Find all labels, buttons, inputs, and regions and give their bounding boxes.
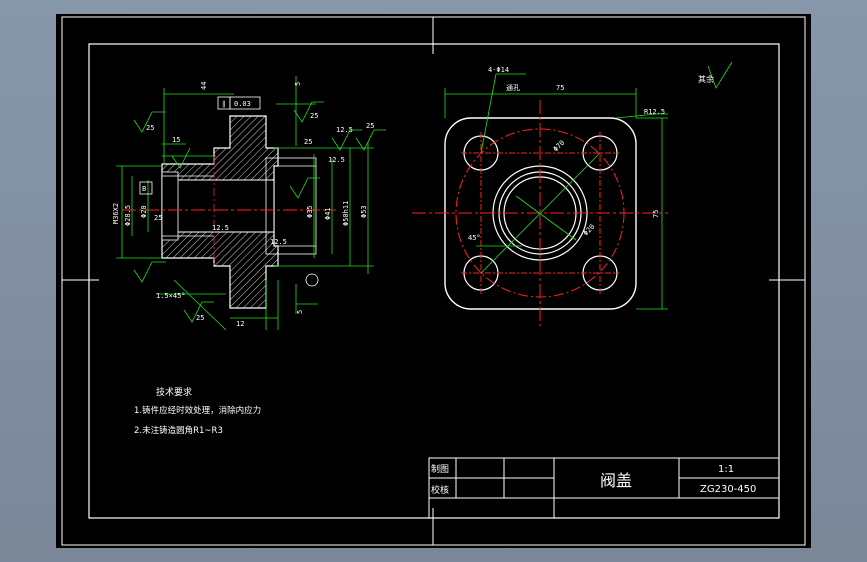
svg-text:Φ20: Φ20: [140, 205, 148, 218]
svg-text:25: 25: [304, 138, 312, 146]
flatness-value: 0.03: [234, 100, 251, 108]
svg-text:Φ53: Φ53: [360, 205, 368, 218]
surface-rest-label: 其余: [698, 74, 714, 84]
tech-note-1: 1.铸件应经时效处理，消除内应力: [134, 405, 261, 416]
svg-text:R12.5: R12.5: [644, 108, 665, 116]
svg-text:45°: 45°: [468, 234, 481, 242]
svg-text:12.5: 12.5: [328, 156, 345, 164]
svg-text:5: 5: [296, 310, 304, 314]
checked-label: 校核: [431, 484, 449, 496]
inner-frame: [88, 43, 780, 519]
section-bore: [169, 179, 275, 233]
svg-text:15: 15: [172, 136, 180, 144]
svg-text:25: 25: [310, 112, 318, 120]
svg-text:∥: ∥: [222, 100, 226, 108]
svg-text:25: 25: [146, 124, 154, 132]
material-value: ZG230-450: [700, 484, 756, 495]
svg-text:44: 44: [200, 82, 208, 90]
scale-value: 1:1: [718, 464, 734, 475]
svg-text:Φ70: Φ70: [552, 139, 567, 154]
datum-label: B: [142, 185, 146, 193]
svg-text:1.5×45°: 1.5×45°: [156, 292, 186, 300]
svg-text:75: 75: [556, 84, 564, 92]
svg-text:Φ41: Φ41: [324, 207, 332, 220]
svg-text:12: 12: [236, 320, 244, 328]
svg-text:通孔: 通孔: [506, 83, 520, 92]
svg-text:Φ50h11: Φ50h11: [342, 201, 350, 226]
tech-note-2: 2.未注铸造圆角R1~R3: [134, 425, 223, 436]
svg-text:75: 75: [652, 210, 660, 218]
plan-view: 4-Φ14 通孔 75 R12.5 75 Φ70 45° Φ20 其余: [412, 61, 733, 326]
svg-text:M36X2: M36X2: [112, 203, 120, 224]
drawing-sheet: ∥ 0.03 B 44 5 25 25 12.5 25 15 25 12.5 M…: [56, 14, 811, 548]
title-block: [428, 457, 780, 519]
centering-marks: [62, 17, 805, 545]
svg-text:Φ35: Φ35: [306, 205, 314, 218]
cad-drawing: ∥ 0.03 B 44 5 25 25 12.5 25 15 25 12.5 M…: [61, 16, 806, 546]
tech-notes: 技术要求 1.铸件应经时效处理，消除内应力 2.未注铸造圆角R1~R3: [134, 386, 261, 436]
svg-text:5: 5: [294, 82, 302, 86]
svg-text:25: 25: [366, 122, 374, 130]
svg-text:12.5: 12.5: [336, 126, 353, 134]
svg-text:4-Φ14: 4-Φ14: [488, 66, 509, 74]
drawn-label: 制图: [431, 463, 449, 475]
svg-text:12.5: 12.5: [270, 238, 287, 246]
plan-dimensions: [444, 61, 733, 310]
part-name: 阀盖: [600, 471, 632, 490]
svg-text:Φ20: Φ20: [582, 223, 597, 238]
svg-text:25: 25: [154, 214, 162, 222]
svg-text:Φ28.5: Φ28.5: [124, 205, 132, 226]
svg-text:25: 25: [196, 314, 204, 322]
tech-notes-heading: 技术要求: [156, 386, 192, 398]
section-view: ∥ 0.03 B 44 5 25 25 12.5 25 15 25 12.5 M…: [112, 76, 386, 331]
svg-text:12.5: 12.5: [212, 224, 229, 232]
section-dimensions: [116, 76, 386, 331]
